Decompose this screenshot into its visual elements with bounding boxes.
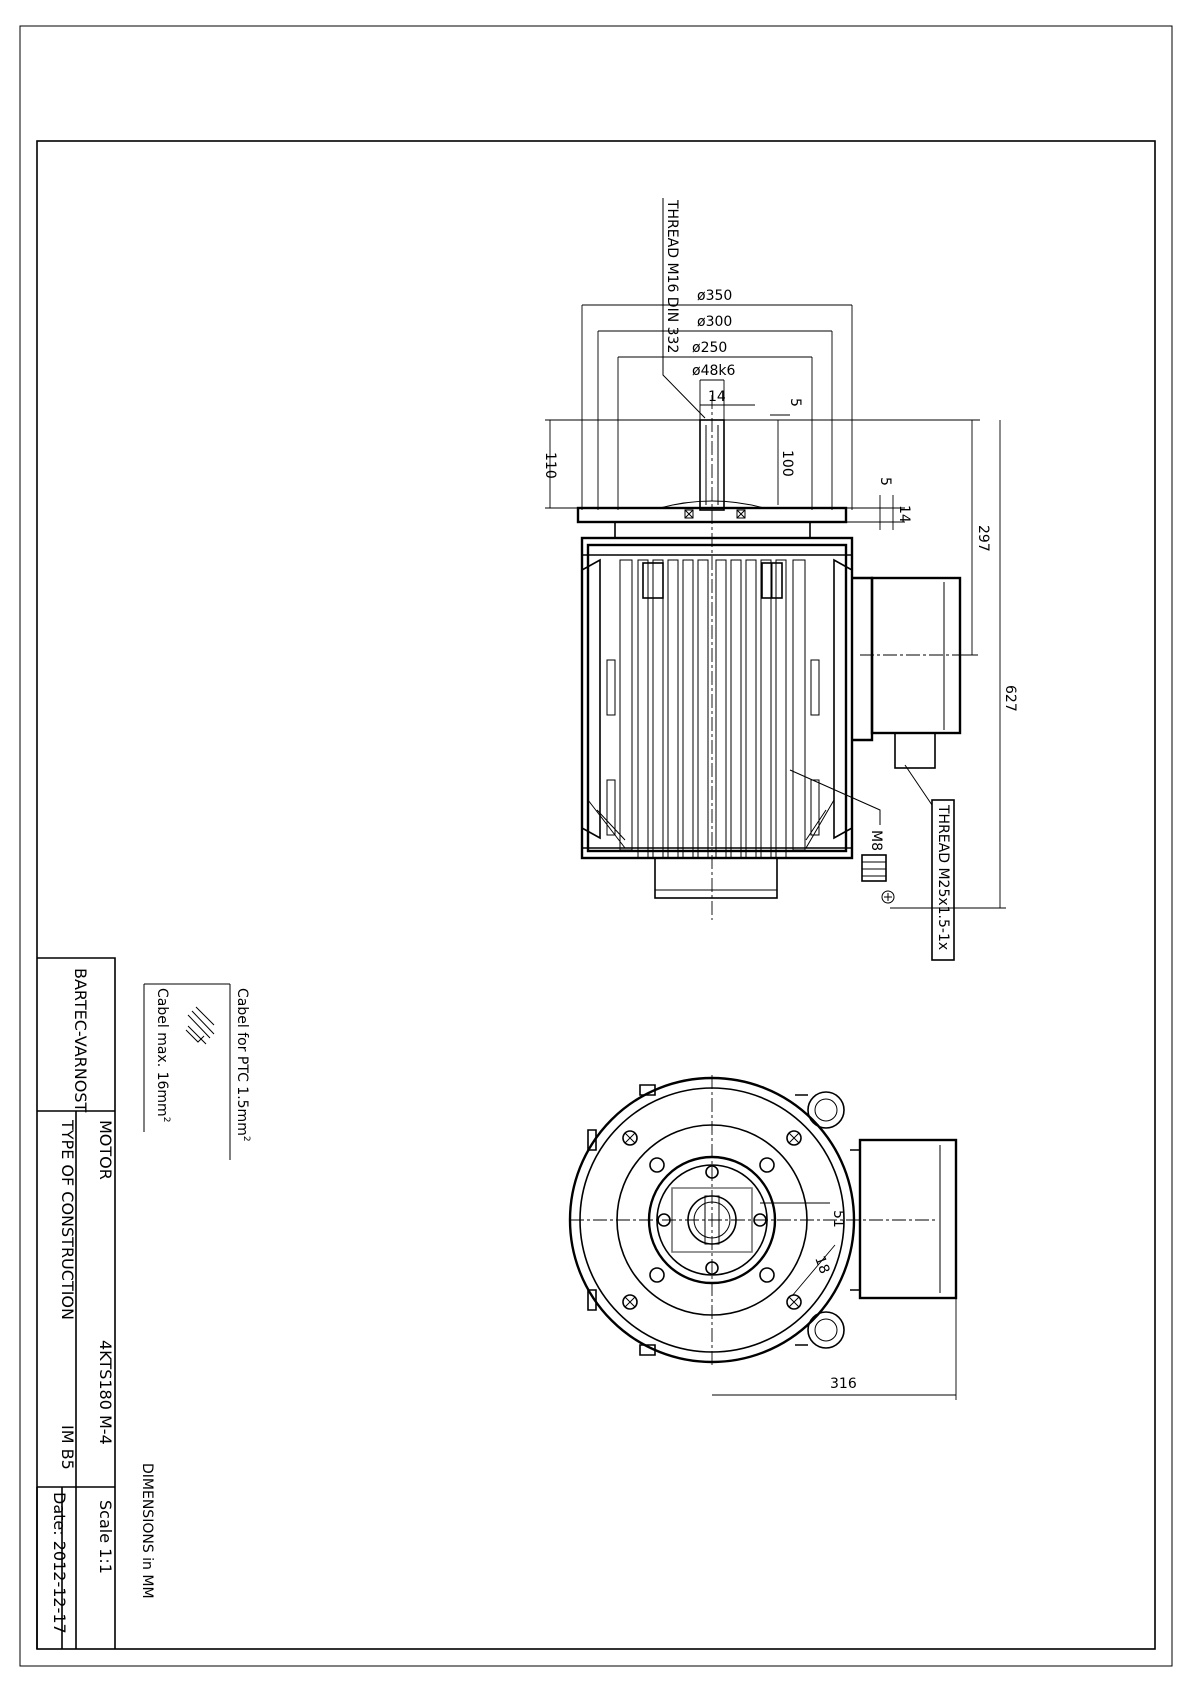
cooling-fins [619, 559, 806, 859]
scale-label: Scale 1:1 [96, 1500, 115, 1574]
cable-ptc-note: Cabel for PTC 1.5mm2 [234, 988, 251, 1142]
dim-dia-350: ø350 [697, 288, 732, 304]
outer-border [19, 25, 1173, 1667]
bolt-size-label: M8 [868, 830, 884, 851]
company-name: BARTEC-VARNOST [71, 968, 90, 1112]
dim-end-51: 51 [830, 1210, 846, 1228]
inner-bolt-holes [649, 1157, 775, 1283]
dim-flange-14: 14 [896, 505, 912, 523]
flange-bolt-holes [622, 1130, 802, 1310]
model-number: 4KTS180 M-4 [96, 1340, 115, 1445]
earth-symbol-icon [881, 890, 895, 904]
dim-key-depth: 5 [787, 398, 803, 407]
dim-flange-5: 5 [877, 477, 893, 486]
drawing-frame [36, 140, 1156, 1650]
dim-length-627: 627 [1002, 685, 1018, 712]
title-block: BARTEC-VARNOST MOTOR 4KTS180 M-4 TYPE OF… [36, 957, 116, 1649]
drawing-date: Date: 2012-12-17 [50, 1492, 69, 1634]
cable-gland-symbol-icon [185, 1006, 215, 1045]
dim-end-316: 316 [830, 1376, 857, 1392]
dim-dia-300: ø300 [697, 314, 732, 330]
dim-dia-250: ø250 [692, 340, 727, 356]
thread-center-hole-label: THREAD M16 DIN 332 [664, 199, 680, 353]
earth-bolt [861, 854, 895, 904]
dim-length-297: 297 [975, 525, 991, 552]
construction-type-label: TYPE OF CONSTRUCTION [58, 1119, 77, 1320]
notes: Cabel for PTC 1.5mm2 Cabel max. 16mm2 DI… [139, 983, 251, 1599]
dim-shaft-dia: ø48k6 [692, 363, 735, 379]
units-note: DIMENSIONS in MM [139, 1463, 155, 1599]
motor-side-view: M8 THREAD M16 DIN 332 THREAD M25x1.5-1x … [542, 198, 1018, 961]
dim-shaft-length: 110 [542, 452, 558, 479]
mounting-type: IM B5 [58, 1425, 77, 1470]
dim-key-width: 14 [708, 389, 726, 405]
dim-end-18: 18 [811, 1254, 832, 1276]
motor-end-view: 51 18 316 [568, 1075, 958, 1400]
dim-key-length: 100 [779, 450, 795, 477]
lifting-eyes [795, 1091, 845, 1349]
product-name: MOTOR [96, 1120, 115, 1180]
cable-max-note: Cabel max. 16mm2 [154, 988, 171, 1122]
flange-hole-marks [684, 509, 746, 519]
thread-cable-entry-label: THREAD M25x1.5-1x [935, 804, 951, 950]
terminal-box [852, 576, 962, 769]
